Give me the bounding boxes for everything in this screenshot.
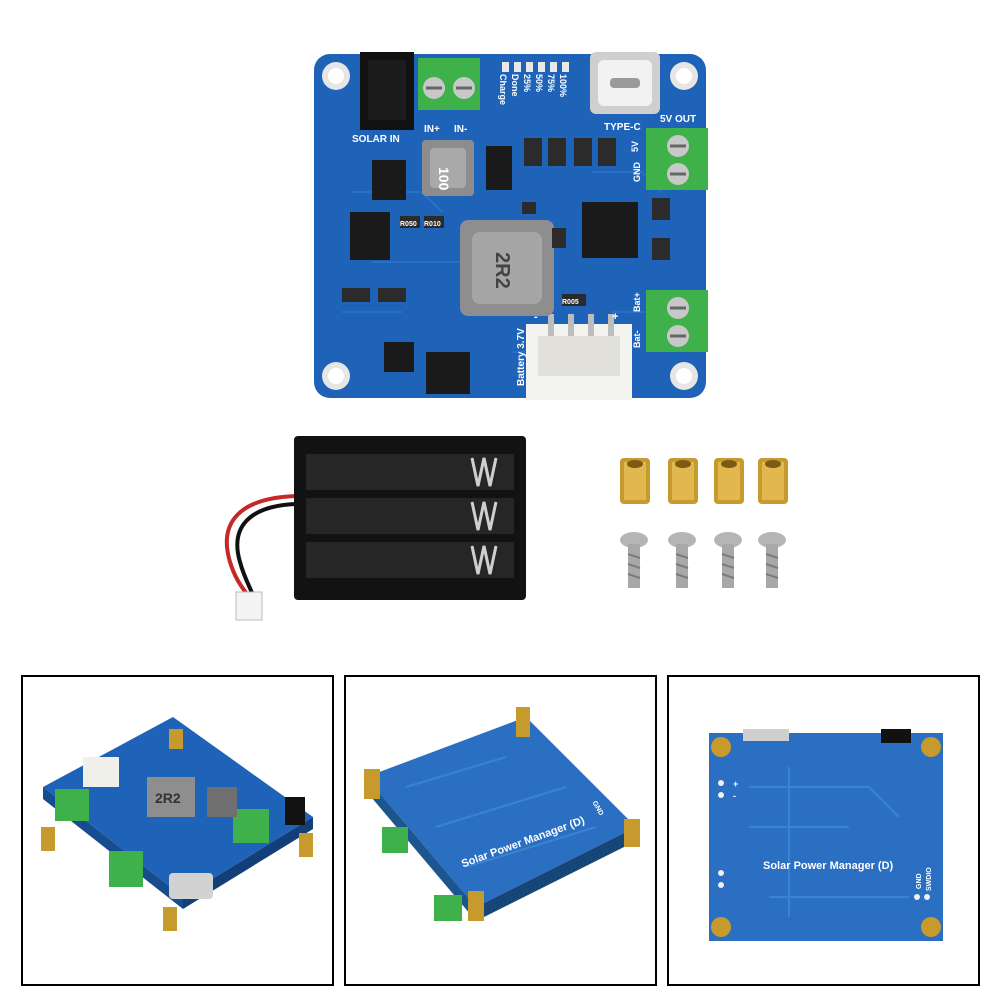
jst-battery-connector (526, 314, 632, 400)
battery-holder (210, 432, 540, 624)
inductor-large (460, 220, 554, 316)
led-100-label: 100% (558, 74, 568, 97)
led-25-label: 25% (522, 74, 532, 92)
gnd-pin-label: GND (632, 162, 642, 183)
thumbnail-flat-bottom: Solar Power Manager (D) GND SWDIO + - (667, 675, 980, 986)
solar-in-terminal (418, 58, 480, 110)
thumb3-minus-top-label: - (733, 791, 736, 801)
resistor-r010-label: R010 (424, 221, 441, 228)
5v-pin-label: 5V (630, 141, 640, 152)
led-75-label: 75% (546, 74, 556, 92)
inductor-large-code: 2R2 (491, 252, 513, 289)
thumb3-board-title: Solar Power Manager (D) (763, 860, 894, 872)
status-leds (502, 62, 569, 72)
in-plus-label: IN+ (424, 124, 440, 135)
thumb3-gnd-label: GND (916, 873, 923, 889)
usb-type-c-port (590, 52, 660, 114)
thumbnail-angled-bottom: Solar Power Manager (D) GND SWDIO (344, 675, 657, 986)
jst-minus-label: - (534, 311, 538, 323)
passive-components (342, 138, 670, 306)
hardware-set (612, 456, 802, 596)
solar-in-label: SOLAR IN (352, 134, 400, 145)
black-wire (235, 502, 297, 603)
battery-springs (470, 457, 498, 575)
resistor-r050-label: R050 (400, 221, 417, 228)
led-50-label: 50% (534, 74, 544, 92)
charge-led-label: Charge (498, 74, 508, 105)
thumb3-plus-top-label: + (733, 779, 738, 789)
thumb3-swdio-label: SWDIO (926, 867, 933, 891)
thumb1-inductor-code: 2R2 (155, 790, 181, 806)
solar-power-manager-board: 100 2R2 R050 R010 R005 SOLAR IN IN+ IN- … (312, 52, 708, 400)
type-c-label: TYPE-C (604, 122, 641, 133)
thumbnail-angled-top: 2R2 (21, 675, 334, 986)
bat-minus-label: Bat- (632, 330, 642, 348)
inductor-small (422, 140, 474, 196)
steel-screws (620, 532, 786, 588)
inductor-small-code: 100 (436, 167, 452, 191)
5v-out-label: 5V OUT (660, 114, 696, 125)
jst-plus-label: + (612, 311, 618, 323)
bat-plus-label: Bat+ (632, 292, 642, 312)
ic-chips (350, 146, 638, 394)
brass-standoffs (620, 458, 788, 504)
battery-terminal (646, 290, 708, 352)
in-minus-label: IN- (454, 124, 467, 135)
battery-voltage-label: Battery 3.7V (516, 328, 527, 386)
mounting-holes (322, 62, 698, 390)
done-led-label: Done (510, 74, 520, 97)
wire-connector (235, 591, 263, 621)
resistor-r005-label: R005 (562, 299, 579, 306)
5v-out-terminal (646, 128, 708, 190)
